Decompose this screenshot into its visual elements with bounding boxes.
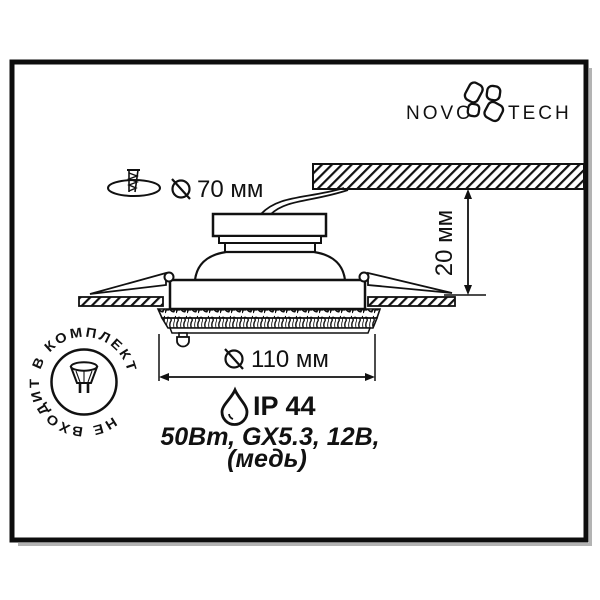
gx53-halogen-lamp-icon: [69, 361, 99, 393]
logo-text-novo: NOVO: [406, 103, 474, 124]
trim-ornament-band: [156, 308, 382, 319]
depth-dimension: 20 мм: [431, 189, 486, 296]
finial-knob: [176, 336, 190, 348]
cutout-callout: 70 мм: [107, 169, 263, 203]
clip-pivot-right: [358, 271, 370, 283]
frame-shadow-bottom: [18, 543, 592, 546]
frame-shadow-right: [589, 68, 592, 546]
neck-upper: [218, 235, 322, 244]
water-drop-icon: [220, 386, 249, 426]
fixture-body: [168, 278, 367, 311]
lamp-housing-dome: [193, 250, 347, 282]
fixture-drawing: [78, 212, 456, 348]
clip-pivot-left: [163, 271, 175, 283]
logo-text-tech: TECH: [508, 103, 572, 124]
supply-wire: [260, 187, 349, 215]
ceiling-strip-right: [367, 296, 456, 307]
ceiling-strip-left: [78, 296, 164, 307]
ceiling-section: [312, 163, 585, 190]
diameter-icon: [171, 178, 191, 200]
outer-diameter-label: 110 мм: [251, 346, 329, 373]
novotech-logo: NOVO TECH: [406, 81, 572, 124]
drill-bit-in-hole-icon: [107, 169, 161, 197]
specs-block: IP 44 50Вт, GX5.3, 12В, (медь): [160, 386, 380, 473]
diameter-icon: [224, 348, 244, 370]
ip-rating-label: IP 44: [253, 391, 316, 421]
novotech-flower-icon: [463, 81, 505, 123]
trim-fluted-band: [160, 317, 379, 329]
terminal-box: [211, 212, 328, 238]
spec-line-2: (медь): [227, 445, 307, 473]
spec-line-1: 50Вт, GX5.3, 12В,: [160, 423, 379, 451]
depth-label: 20 мм: [431, 210, 458, 276]
trim-rim: [168, 327, 372, 334]
neck-lower: [224, 242, 316, 253]
outer-diameter-dimension: 110 мм: [158, 334, 376, 381]
cutout-diameter-label: 70 мм: [197, 176, 263, 203]
